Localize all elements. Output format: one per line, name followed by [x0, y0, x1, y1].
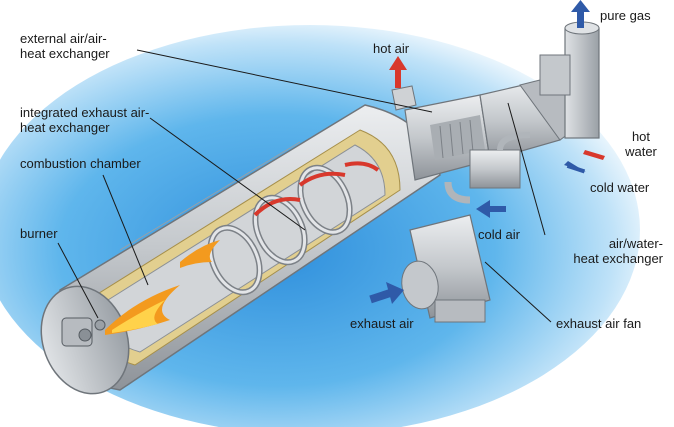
flame — [105, 240, 220, 335]
exhaust-fan — [401, 214, 491, 323]
label-hot-air: hot air — [373, 41, 410, 56]
hot-gas-flow — [253, 161, 380, 217]
label-burner: burner — [20, 226, 58, 241]
external-exchanger-duct — [404, 74, 581, 181]
cold-water-arrow — [564, 161, 586, 174]
hot-air-arrow — [389, 56, 407, 88]
label-cold-air: cold air — [478, 227, 520, 242]
label-exhaust-air-fan: exhaust air fan — [556, 316, 642, 331]
label-cold-water: cold water — [590, 180, 650, 195]
label-combustion-chamber: combustion chamber — [20, 156, 141, 171]
pure-gas-arrow — [571, 0, 590, 28]
air-water-exchanger — [444, 132, 531, 204]
burner — [61, 317, 106, 347]
leader-lines — [57, 49, 552, 323]
label-hot-water: hot water — [625, 129, 657, 159]
cold-air-arrow — [476, 200, 506, 218]
label-exhaust-air: exhaust air — [350, 316, 414, 331]
label-external-exchanger: external air/air- heat exchanger — [20, 31, 110, 61]
exhaust-air-arrow — [369, 282, 404, 304]
label-air-water-exchanger: air/water- heat exchanger — [573, 236, 663, 266]
label-integrated-exchanger: integrated exhaust air- heat exchanger — [20, 105, 150, 135]
chimney — [539, 21, 600, 139]
hot-water-arrow — [583, 150, 605, 160]
hot-air-outlet — [391, 85, 417, 111]
label-pure-gas: pure gas — [600, 8, 651, 23]
